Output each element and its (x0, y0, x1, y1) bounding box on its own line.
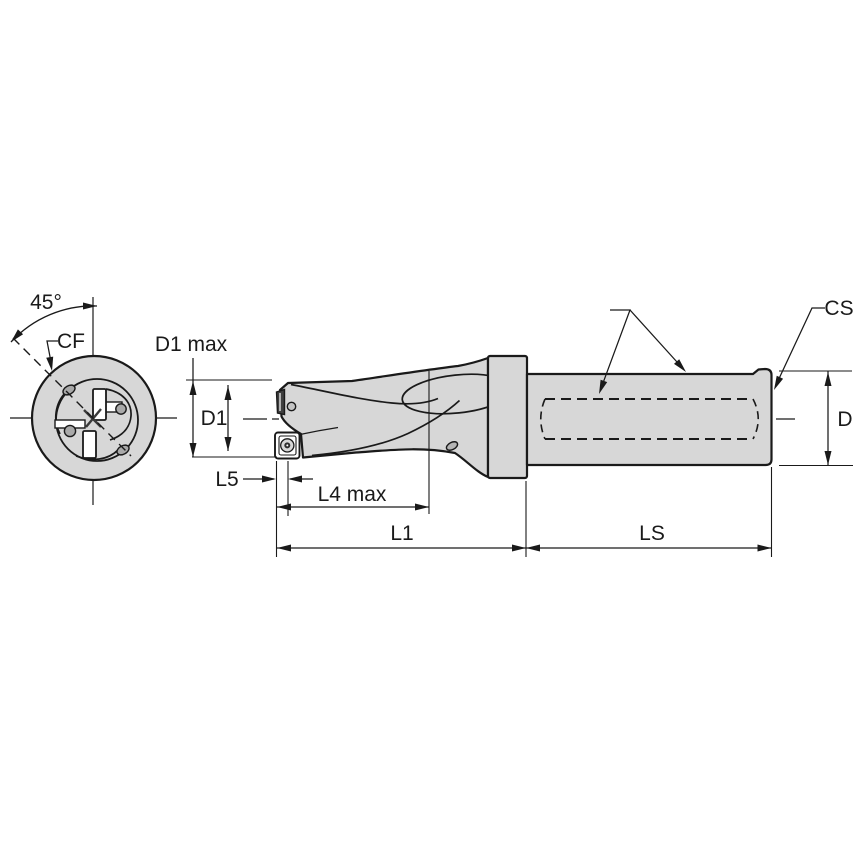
dim-d: D (779, 370, 853, 467)
angle-45-label: 45° (30, 291, 62, 314)
shank-flat-dashed-outline (539, 398, 760, 440)
arrowhead (224, 386, 232, 400)
coolant-hole (115, 403, 127, 415)
leader-line (602, 309, 631, 384)
side-view: CS (243, 297, 854, 480)
arrowhead (512, 544, 526, 552)
insert-screw (286, 401, 297, 412)
dimensions: D1 max D1 L5 (155, 333, 853, 557)
arrowhead (774, 375, 784, 390)
dim-d1-max: D1 max (155, 333, 277, 458)
l5-label: L5 (215, 468, 238, 491)
ls-label: LS (639, 522, 665, 545)
arrowhead (674, 359, 686, 372)
face-flute-arc-left (54, 391, 67, 435)
insert-pocket-line (299, 426, 339, 436)
dim-ls: LS (526, 467, 773, 557)
arrowhead (11, 329, 24, 342)
dim-d1: D1 (201, 385, 232, 451)
arrowhead (189, 443, 197, 457)
flute-edge-upper (290, 383, 439, 405)
peripheral-insert-front-view (82, 430, 97, 459)
l1-label: L1 (390, 522, 413, 545)
dim-l4-max: L4 max (277, 371, 430, 514)
d-label: D (837, 408, 852, 431)
insert-inner-edge (278, 435, 297, 456)
center-insert-front-view (92, 388, 107, 421)
callout-cs: CS (774, 297, 854, 390)
peripheral-insert-side-view (274, 431, 301, 460)
callout-cf: CF (46, 330, 85, 371)
arrowhead (757, 544, 772, 552)
arrowhead (599, 379, 608, 394)
arrowhead (824, 372, 832, 386)
arrowhead (526, 544, 540, 552)
face-flute-arc-right (105, 388, 132, 441)
arrowhead (288, 475, 302, 483)
dim-l1: L1 (277, 481, 527, 557)
l4-max-label: L4 max (318, 483, 387, 506)
d1-label: D1 (201, 407, 228, 430)
front-view: 45° CF (10, 291, 177, 505)
arrowhead (83, 302, 97, 310)
face-flute-arc-bottom (75, 449, 119, 461)
cf-label: CF (57, 330, 85, 353)
arrowhead (277, 544, 291, 552)
collar (486, 354, 529, 480)
dim-l5: L5 (215, 461, 313, 557)
callout-shank-flat (599, 309, 686, 394)
cf-leader-line (46, 340, 58, 363)
shank (525, 367, 773, 467)
coolant-hole (445, 441, 459, 451)
arrowhead (262, 475, 276, 483)
flat-right-end (752, 398, 760, 440)
coolant-hole (63, 424, 77, 438)
dim-angle-45: 45° (10, 291, 98, 343)
arrowhead (224, 437, 232, 451)
cs-label: CS (824, 297, 853, 320)
insert-screw-center (286, 444, 289, 447)
arrowhead (824, 451, 832, 465)
arrowhead (46, 356, 54, 371)
flute-edge-lower (311, 399, 461, 457)
leader-line (629, 309, 678, 363)
reference-45-dashed-line (12, 337, 132, 457)
arrowhead (415, 503, 429, 511)
cs-leader-line (775, 307, 825, 385)
arrowhead (277, 503, 291, 511)
arrowhead (189, 381, 197, 395)
flat-left-end (539, 398, 546, 440)
coolant-hole (62, 384, 76, 396)
d1-max-label: D1 max (155, 333, 228, 356)
